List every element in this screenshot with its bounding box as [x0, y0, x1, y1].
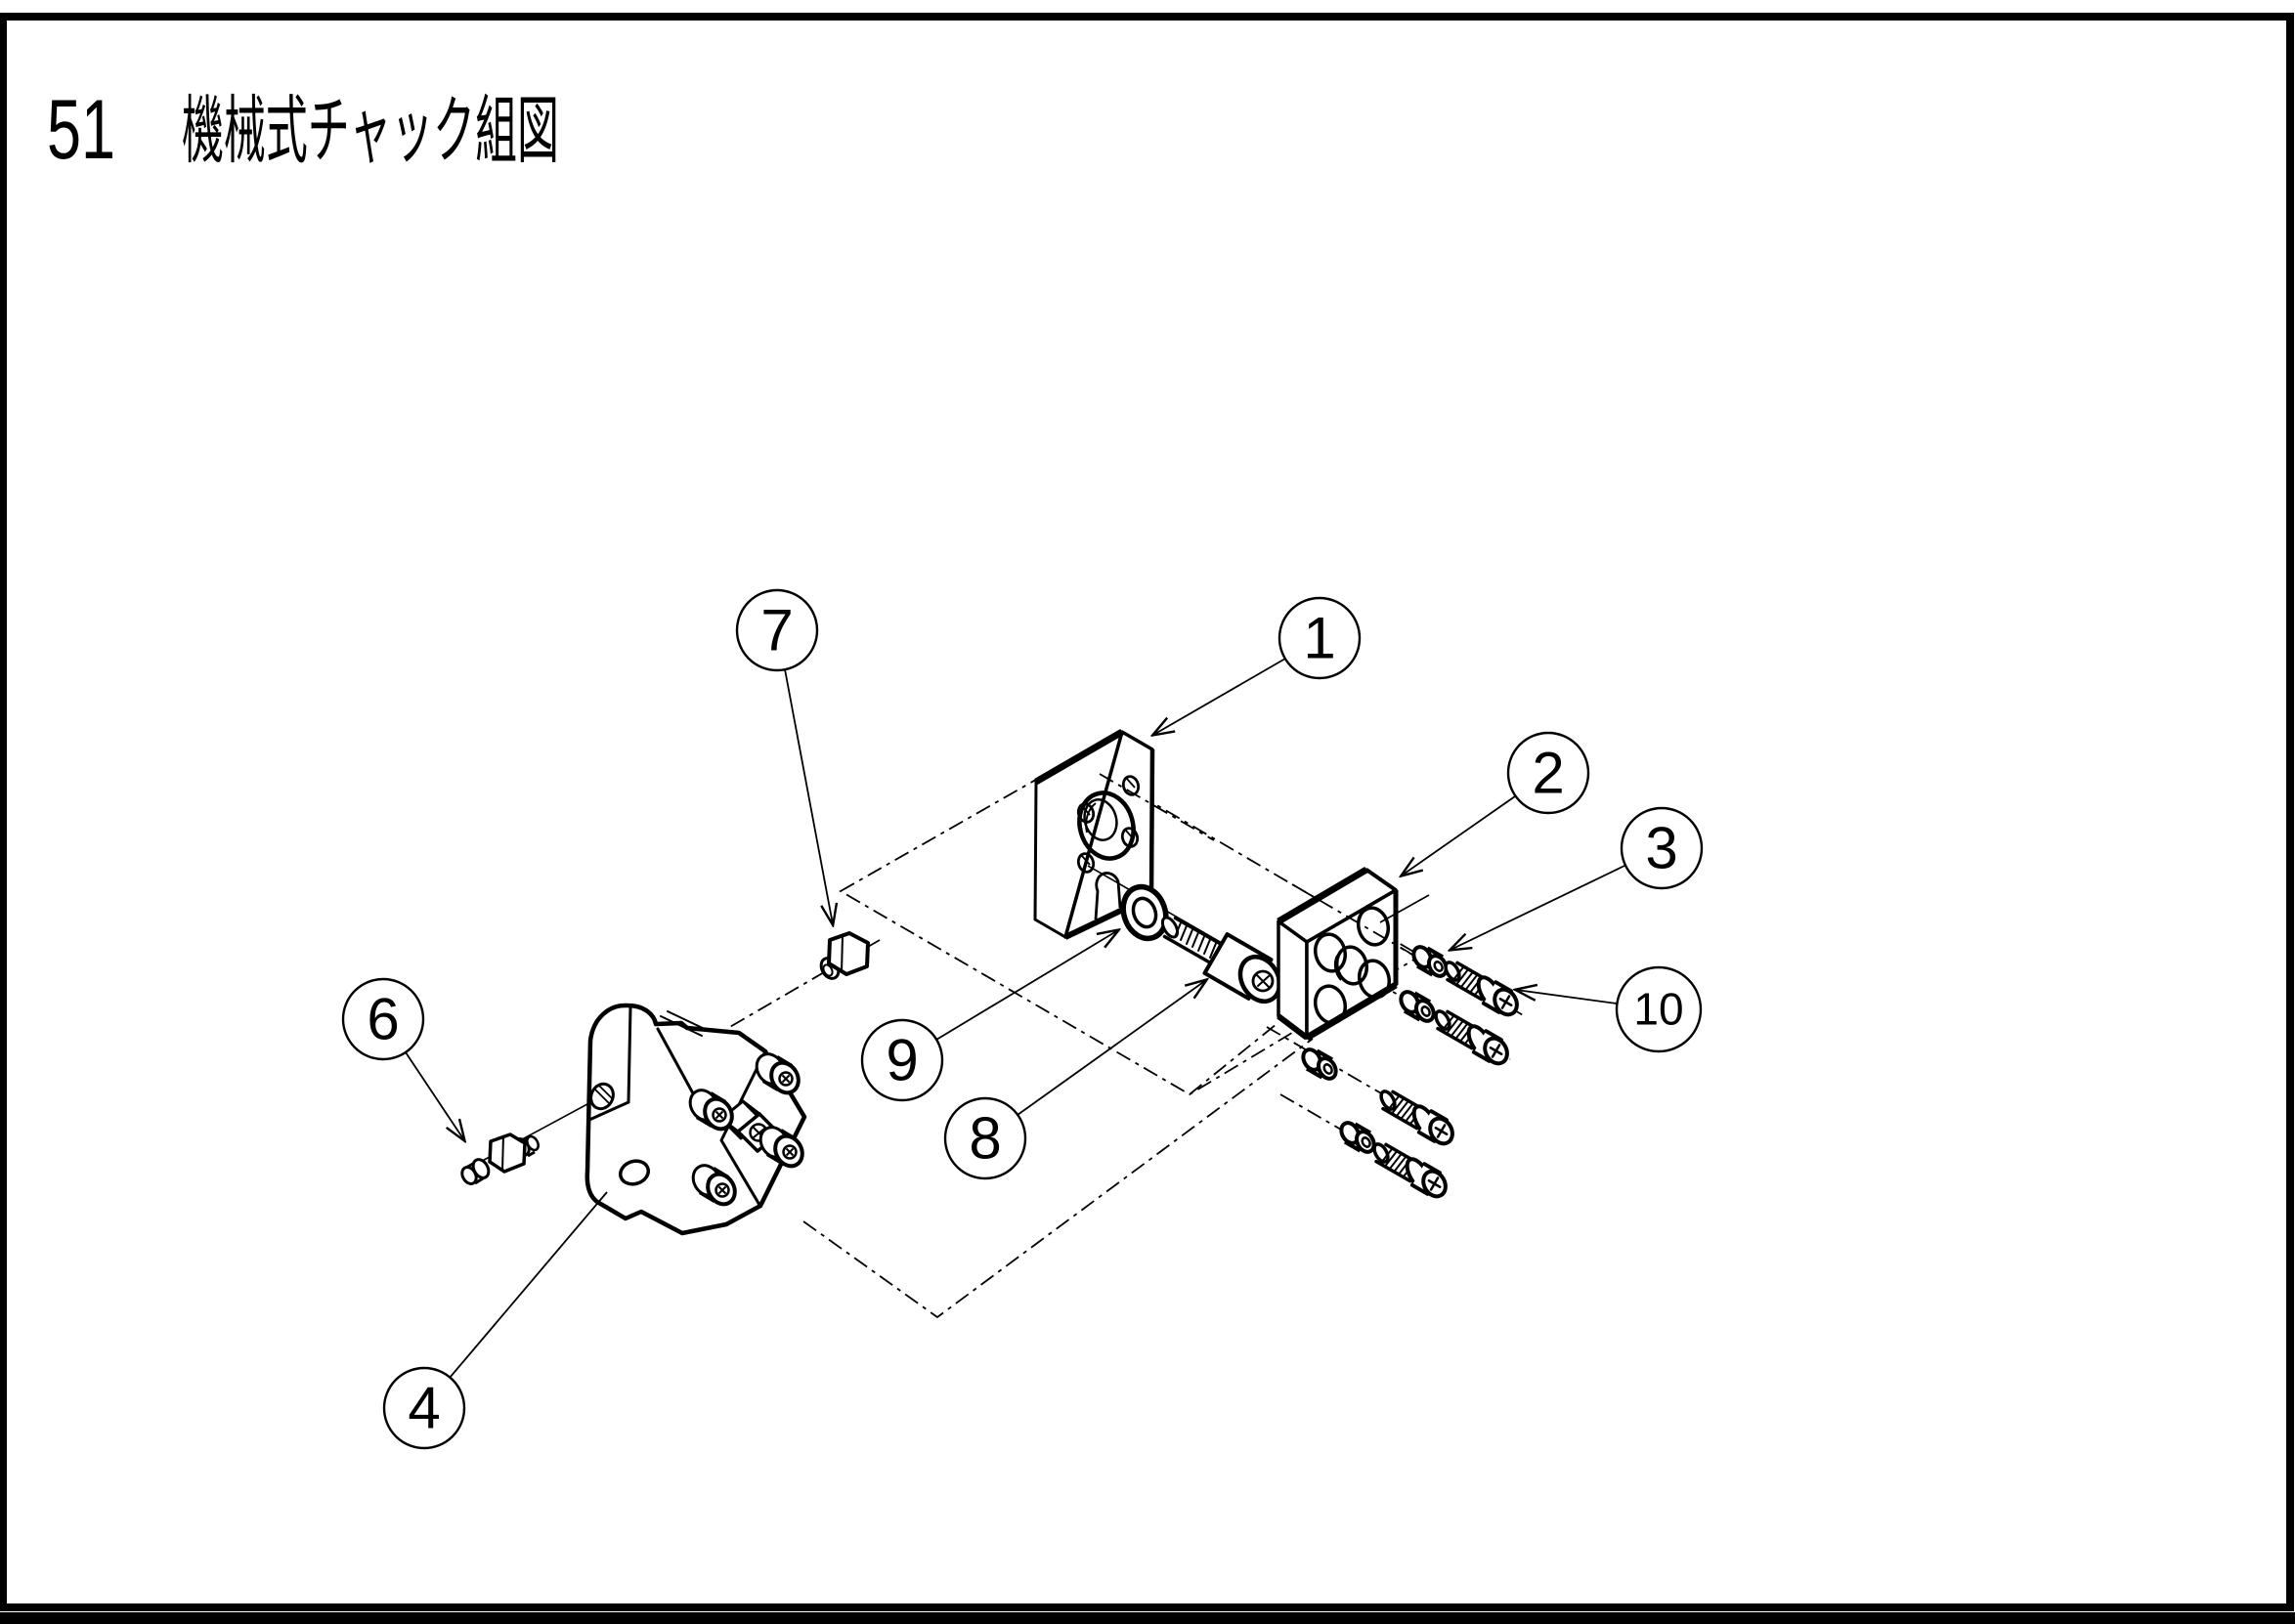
- balloon-circle: [1615, 965, 1703, 1053]
- balloon-number: 4: [408, 1375, 440, 1440]
- flange-hole: [619, 1159, 650, 1186]
- balloon-circle: [382, 1366, 466, 1450]
- plate2-face-line: [1379, 894, 1430, 923]
- part-7-hex-plug: [819, 931, 870, 980]
- body-socket-screw: [758, 1126, 804, 1169]
- part-3-spacer: [1399, 990, 1436, 1023]
- balloon-1: 1: [1153, 596, 1362, 735]
- part-3-spacer: [1301, 1047, 1338, 1081]
- part-10-flange-screw: [1434, 1009, 1509, 1066]
- fitting-hex: [488, 1133, 527, 1174]
- title-block: 51 機械式チャック組図: [47, 83, 559, 177]
- part-10-flange-screw: [1444, 961, 1519, 1017]
- balloon-circle: [1620, 806, 1704, 890]
- balloon-circle: [860, 1018, 944, 1102]
- balloon-8: 8: [943, 980, 1206, 1180]
- part-10-flange-screw: [1379, 1090, 1454, 1146]
- callout-balloons: 1 2 3 10 7 98 6 4: [341, 588, 1704, 1450]
- part-10-flange-screw: [1372, 1142, 1448, 1199]
- balloon-circle: [943, 1096, 1027, 1180]
- body-socket-screw: [755, 1052, 801, 1095]
- balloon-number: 7: [760, 597, 793, 662]
- fastener-hardware: [688, 945, 1519, 1207]
- overlay-centerlines-plate2: [1291, 883, 1410, 954]
- phantom-stub: [1189, 1023, 1277, 1095]
- page-border: [0, 13, 2295, 1624]
- plate1-bolt-hole: [1120, 827, 1140, 848]
- part-3-spacer: [1411, 945, 1449, 978]
- part-6-barb-fitting: [460, 1133, 540, 1185]
- part-8-socket-head-screw: [1160, 916, 1282, 1004]
- plug-centerline: [727, 939, 881, 1029]
- plate2-bolt-hole: [1356, 906, 1391, 947]
- body-side-hole: [589, 1082, 615, 1111]
- balloon-circle: [1506, 731, 1590, 815]
- plate1-bolt-hole: [1076, 852, 1096, 874]
- balloon-10: 10: [1516, 965, 1703, 1053]
- balloon-number: 9: [886, 1027, 918, 1092]
- part-9-washer: [1120, 883, 1169, 942]
- balloon-7: 7: [735, 588, 833, 924]
- part-3-spacer: [1339, 1121, 1376, 1154]
- balloon-9: 9: [860, 930, 1118, 1102]
- balloon-number: 3: [1645, 815, 1677, 880]
- body-silhouette: [585, 1003, 807, 1236]
- balloon-6: 6: [341, 977, 464, 1140]
- balloon-4: 4: [382, 1191, 608, 1450]
- overlay-centerlines-plate1: [1099, 773, 1215, 841]
- balloon-circle: [341, 977, 425, 1061]
- plate2-bolt-hole: [1313, 984, 1348, 1025]
- plate-holes: [1076, 775, 1392, 1025]
- plate1-bolt-hole: [1121, 775, 1141, 796]
- balloon-number: 1: [1303, 605, 1335, 670]
- plate1-bolt-hole: [1076, 802, 1096, 824]
- doc-number: 51: [47, 83, 115, 177]
- page-title: 機械式チャック組図: [182, 90, 559, 173]
- balloon-number: 8: [969, 1105, 1001, 1171]
- part-2-clamp-plate: [1277, 866, 1399, 1042]
- plug-hex-head: [827, 931, 870, 976]
- balloon-circle: [735, 588, 819, 672]
- balloon-3: 3: [1451, 806, 1704, 950]
- balloon-2: 2: [1402, 731, 1590, 876]
- plate2-bolt-hole: [1357, 959, 1392, 1000]
- body-socket-screw: [691, 1164, 737, 1207]
- balloon-number: 2: [1532, 740, 1564, 805]
- balloon-number: 10: [1633, 984, 1683, 1035]
- part-4-chuck-body: [585, 1003, 807, 1236]
- plate1-center-bore: [1077, 791, 1136, 861]
- balloon-number: 6: [367, 986, 399, 1051]
- body-socket-screw: [688, 1089, 734, 1132]
- phantom-plane-lower: [802, 1038, 1314, 1319]
- balloon-circle: [1277, 596, 1362, 680]
